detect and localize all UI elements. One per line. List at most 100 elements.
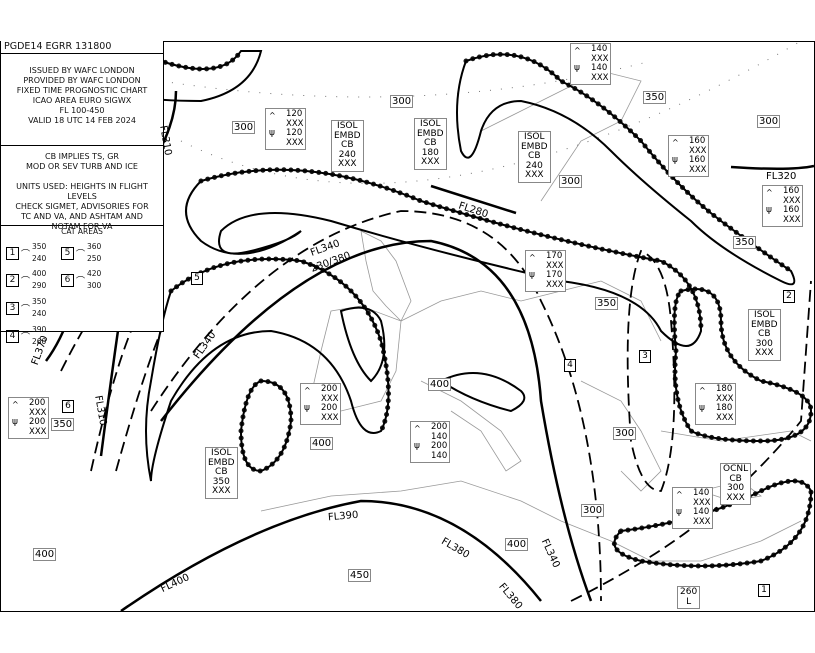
tropopause-height: 300 [232, 121, 256, 134]
cat-bottom: 260 [32, 337, 47, 346]
graticule [160, 42, 801, 184]
icing-icon: ψ [676, 507, 682, 517]
cat-title: CAT AREAS [61, 227, 103, 236]
cb-line: 180 [421, 147, 439, 158]
tropopause-height: 300 [390, 95, 414, 108]
cat-marker: 3 [639, 350, 651, 363]
turbulence-icon: ^ [699, 386, 706, 395]
tropopause-height: 300 [559, 175, 583, 188]
cb-line: ISOL [524, 132, 545, 142]
cat-top: 350 [32, 242, 47, 251]
icing-icon: ψ [699, 403, 705, 413]
box-line: XXX [286, 137, 304, 148]
box-line: 200 [321, 384, 338, 394]
icing-icon: ψ [672, 155, 678, 165]
jet-label: FL320 [766, 171, 797, 182]
cat-number: 3 [6, 301, 19, 315]
info-line: FIXED TIME PROGNOSTIC CHART [16, 86, 148, 95]
cat-number: 6 [61, 273, 74, 287]
cat-top: 390 [32, 325, 47, 334]
cat-top: 400 [32, 269, 47, 278]
cat-marker: 6 [62, 400, 74, 413]
box-line: XXX [689, 164, 707, 175]
note-line: NOTAM FOR VA [51, 222, 113, 231]
cb-line: CB [215, 467, 228, 477]
cb-line: ISOL [211, 448, 232, 458]
cb-line: 300 [726, 483, 745, 493]
cb-line: 300 [755, 338, 773, 349]
turbulence-icon: ^ [672, 138, 679, 147]
box-line: 140 [693, 507, 710, 517]
cb-line: OCNL [723, 464, 749, 474]
cb-line: ISOL [337, 121, 358, 131]
box-line: XXX [29, 426, 47, 437]
box-line: XXX [321, 412, 339, 423]
box-line: XXX [546, 279, 564, 290]
issue-info: ISSUED BY WAFC LONDON PROVIDED BY WAFC L… [1, 54, 163, 146]
box-line: XXX [591, 53, 609, 64]
tropopause-height: 400 [505, 538, 529, 551]
turbulence-icon: ⌒ [76, 249, 86, 260]
cb-line: ISOL [754, 310, 775, 320]
turbulence-icon: ⌒ [76, 276, 86, 287]
tropopause-height: 300 [613, 427, 637, 440]
cb-line: XXX [525, 170, 544, 180]
turbulence-icon: ^ [766, 188, 773, 197]
low-symbol: L [686, 596, 692, 607]
cb-line: XXX [212, 486, 231, 496]
cat-bottom: 240 [32, 254, 47, 263]
note-line: MOD OR SEV TURB AND ICE [26, 162, 138, 171]
box-line: XXX [286, 118, 304, 129]
turbulence-icon: ⌒ [21, 304, 31, 315]
turbulence-icon: ^ [269, 111, 276, 120]
cb-line: EMBD [417, 128, 444, 139]
tropopause-height: 350 [643, 91, 667, 104]
box-line: XXX [716, 412, 734, 423]
tropopause-height: 300 [581, 504, 605, 517]
icing-icon: ψ [12, 417, 18, 427]
cat-number: 1 [6, 246, 19, 260]
info-line: ISSUED BY WAFC LONDON [29, 66, 135, 75]
low-value: 260 [680, 587, 698, 597]
cb-line: CB [729, 473, 742, 484]
box-line: 180 [716, 403, 733, 413]
box-line: 160 [783, 205, 800, 215]
note-line: CHECK SIGMET, ADVISORIES FOR [15, 202, 149, 211]
box-line: XXX [29, 407, 47, 418]
box-line: 140 [693, 488, 710, 498]
info-line: FL 100-450 [59, 106, 105, 115]
cb-line: EMBD [334, 130, 361, 141]
cb-line: XXX [338, 159, 357, 169]
turbulence-icon: ⌒ [21, 276, 31, 287]
box-line: 140 [591, 44, 608, 54]
box-line: XXX [689, 145, 707, 156]
box-line: 200 [29, 417, 46, 427]
icing-icon: ψ [414, 441, 420, 451]
tropopause-height: 300 [757, 115, 781, 128]
tropopause-height: 400 [428, 378, 452, 391]
cb-line: CB [424, 138, 437, 148]
box-line: XXX [783, 195, 801, 206]
notes: CB IMPLIES TS, GR MOD OR SEV TURB AND IC… [1, 146, 163, 231]
cat-bottom: 250 [87, 254, 102, 263]
cb-line: CB [528, 151, 541, 161]
turbulence-icon: ⌒ [21, 249, 31, 260]
tropopause-height: 400 [33, 548, 57, 561]
cb-line: 240 [525, 160, 543, 171]
icing-icon: ψ [304, 403, 310, 413]
box-line: XXX [716, 393, 734, 404]
